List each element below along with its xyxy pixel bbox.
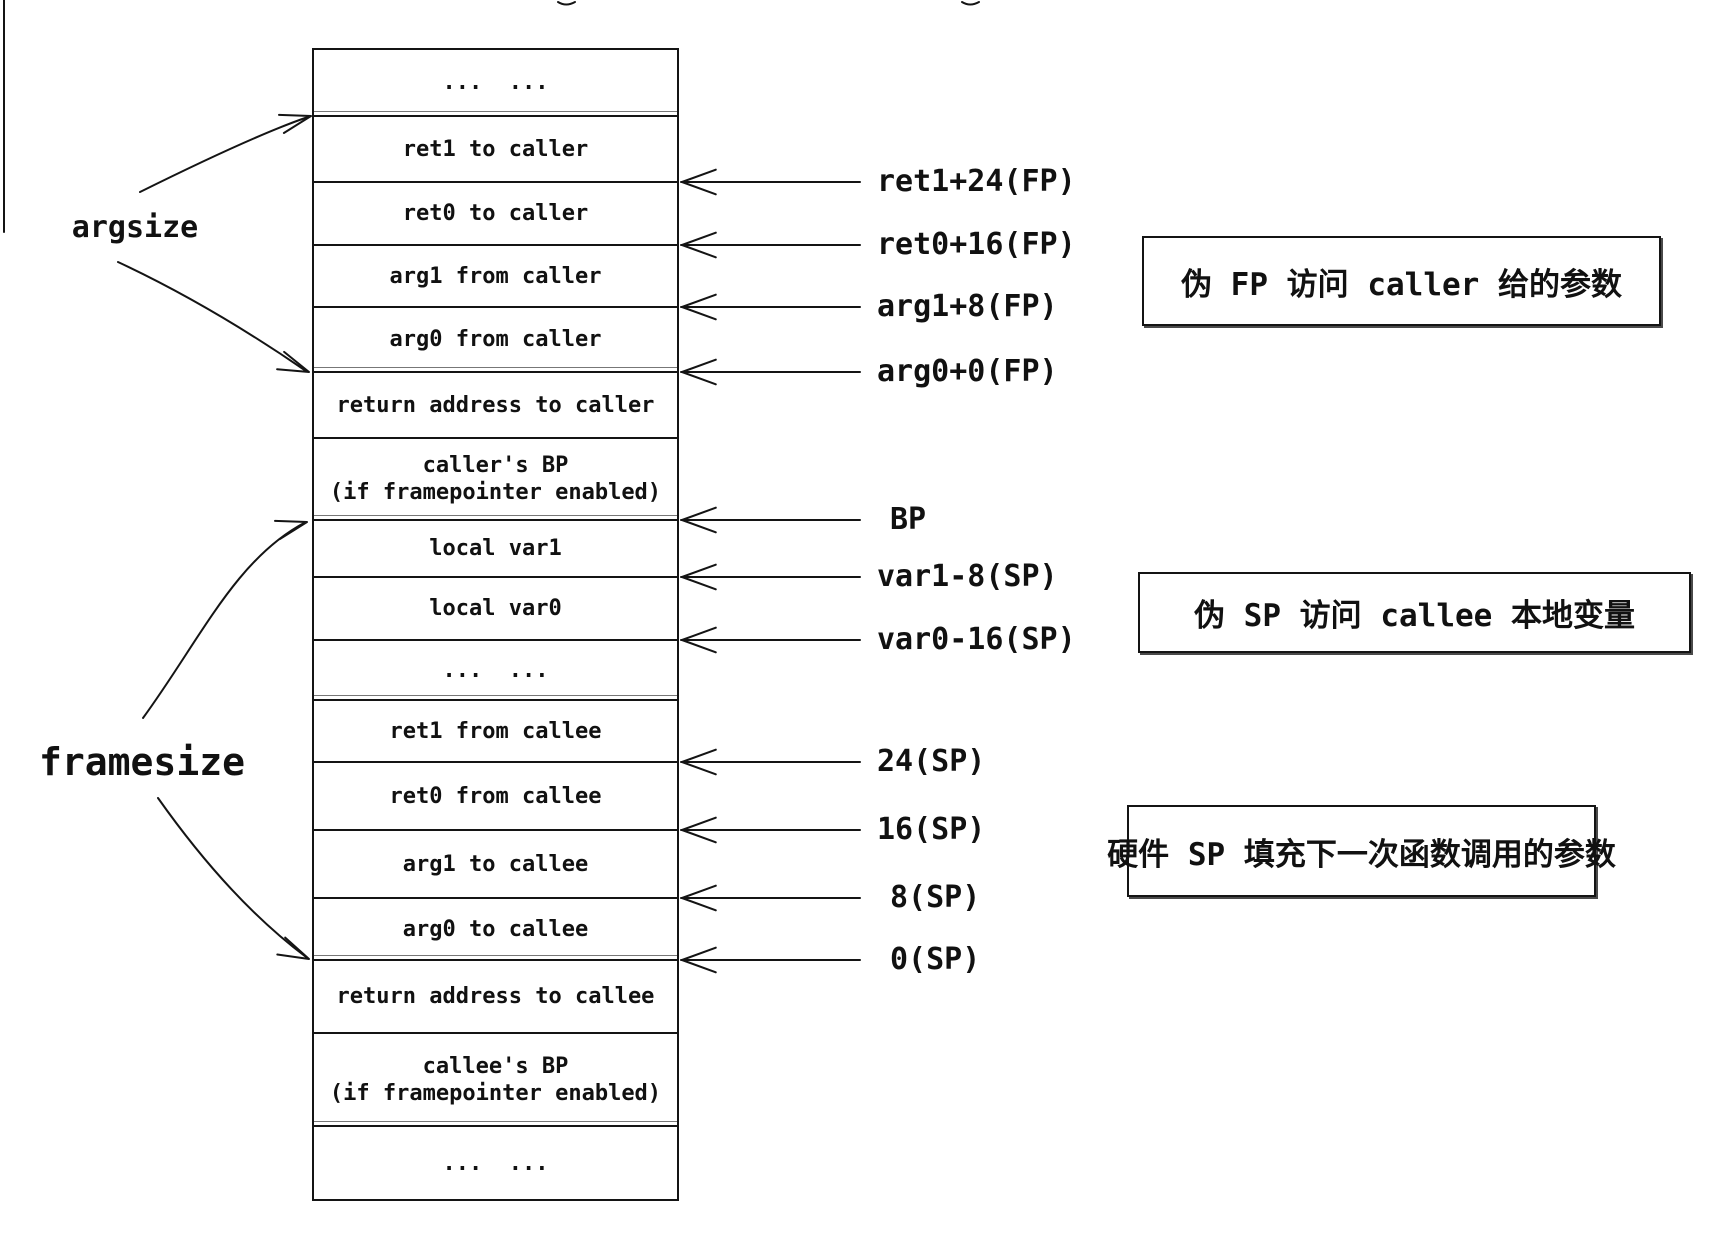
argsize-label: argsize: [71, 210, 199, 245]
framesize-label: framesize: [39, 740, 245, 784]
note-text: 伪 SP 访问 callee 本地变量: [1194, 598, 1635, 634]
size-arrow: [139, 116, 309, 193]
size-arrowhead: [278, 113, 312, 134]
pointer-label: 8(SP): [890, 880, 981, 915]
note-box-fp-args: 伪 FP 访问 caller 给的参数: [1142, 236, 1661, 326]
pointer-label: var0-16(SP): [877, 622, 1076, 657]
pointer-label: ret0+16(FP): [877, 227, 1076, 262]
note-box-sp-locals: 伪 SP 访问 callee 本地变量: [1138, 572, 1691, 653]
stack-cell: ... ...: [442, 1150, 549, 1176]
stack-cell: arg0 from caller: [314, 308, 677, 373]
stack-cell: ret1 from callee: [314, 701, 677, 763]
pointer-arrowhead: [681, 506, 717, 534]
stack-cell: ret1 to caller: [314, 117, 677, 183]
pointer-label: arg0+0(FP): [877, 354, 1058, 389]
pointer-arrowhead: [681, 946, 717, 974]
pointer-arrowhead: [681, 816, 717, 844]
pointer-arrowhead: [681, 231, 717, 259]
stack-cell: ... ...: [314, 641, 677, 701]
pointer-arrowhead: [681, 358, 717, 386]
stack-cell: caller's BP (if framepointer enabled): [314, 439, 677, 521]
size-arrowhead: [274, 519, 308, 540]
crop-mark: [961, 1, 980, 6]
crop-mark: [557, 1, 576, 6]
size-arrow: [117, 261, 307, 372]
stack-cell: local var0: [314, 578, 677, 641]
stack-cell: arg0 to callee: [314, 899, 677, 961]
pointer-label: 0(SP): [890, 942, 981, 977]
size-arrow: [142, 522, 305, 719]
size-arrowhead: [276, 350, 310, 373]
stack-cell: return address to callee: [314, 961, 677, 1034]
pointer-label: 24(SP): [877, 744, 986, 779]
pointer-label: BP: [890, 502, 927, 537]
pointer-label: ret1+24(FP): [877, 164, 1076, 199]
pointer-arrowhead: [681, 168, 717, 196]
pointer-arrowhead: [681, 748, 717, 776]
stack-cell: ret0 from callee: [314, 763, 677, 831]
stack-cell: callee's BP (if framepointer enabled): [314, 1034, 677, 1127]
stack-cell: ... ...: [314, 50, 677, 117]
pointer-arrowhead: [681, 563, 717, 591]
pointer-label: arg1+8(FP): [877, 289, 1058, 324]
pointer-arrowhead: [681, 884, 717, 912]
pointer-label: 16(SP): [877, 812, 986, 847]
stack-cell: arg1 from caller: [314, 246, 677, 308]
pointer-arrowhead: [681, 626, 717, 654]
stack-cell: ret0 to caller: [314, 183, 677, 246]
stack-cell: return address to caller: [314, 373, 677, 439]
pointer-arrowhead: [681, 293, 717, 321]
stack-cell: local var1: [314, 521, 677, 578]
note-text: 伪 FP 访问 caller 给的参数: [1181, 266, 1622, 303]
size-arrow: [157, 797, 307, 958]
stack-cell: arg1 to callee: [314, 831, 677, 899]
note-text: 硬件 SP 填充下一次函数调用的参数: [1107, 836, 1616, 873]
pointer-label: var1-8(SP): [877, 559, 1058, 594]
note-box-hw-sp-args: 硬件 SP 填充下一次函数调用的参数: [1107, 805, 1616, 897]
size-arrowhead: [276, 936, 310, 960]
